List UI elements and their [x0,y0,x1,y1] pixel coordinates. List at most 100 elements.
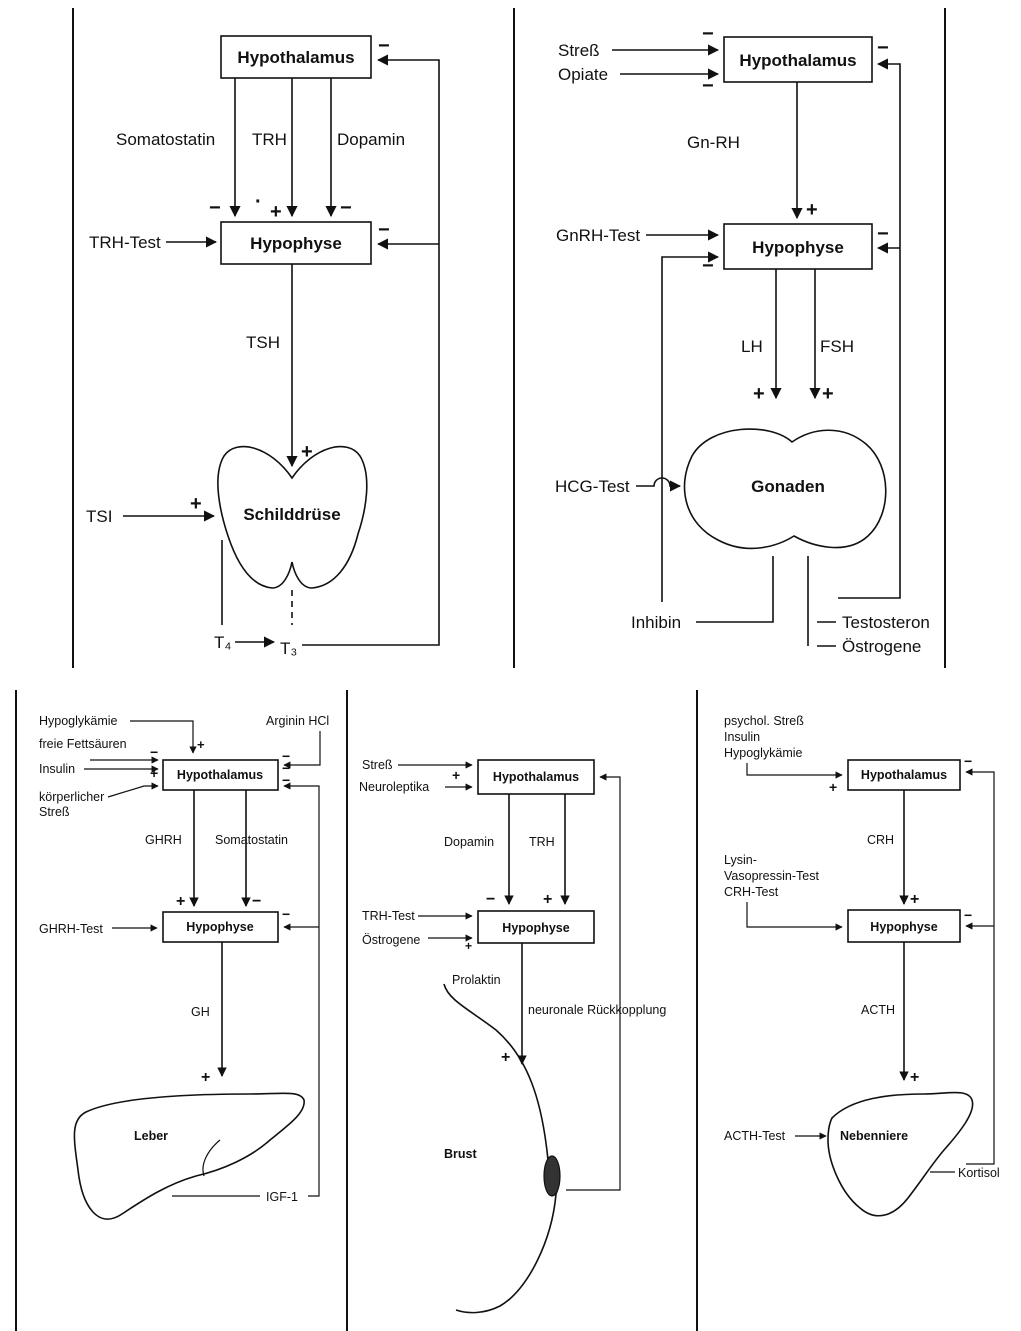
hypothalamus-box [723,36,873,83]
plus-sign: + [197,737,205,752]
plus-sign: + [176,893,185,910]
minus-sign: − [378,219,390,241]
stress-label: Streß [558,41,600,60]
minus-sign: − [702,23,714,45]
hypothalamus-box [162,759,279,791]
minus-sign: − [209,197,221,219]
panel-cortisol-axis: Hypothalamus Hypophyse psychol. Streß In… [724,714,1000,1217]
oestrogene-label: Östrogene [362,933,420,947]
plus-sign: + [270,201,282,223]
hypothalamus-label: Hypothalamus [177,768,263,782]
hypophyse-label: Hypophyse [870,920,937,934]
hypothalamus-box [220,35,372,79]
hypothalamus-label: Hypothalamus [493,770,579,784]
trh-test-label: TRH-Test [362,909,415,923]
arginin-label: Arginin HCl [266,714,329,728]
minus-sign: − [486,891,495,908]
opiate-label: Opiate [558,65,608,84]
minus-sign: − [340,197,352,219]
panel-gh-axis: Hypothalamus Hypophyse Hypoglykämie + Ar… [39,714,329,1220]
koerperlicher-label: körperlicher [39,790,104,804]
minus-sign: − [282,906,290,922]
kortisol-feedback [965,768,995,1165]
brust-label: Brust [444,1147,477,1161]
neuronal-feedback [566,773,621,1191]
insulin-label: Insulin [39,762,75,776]
tsi-label: TSI [86,507,112,526]
insulin-label: Insulin [724,730,760,744]
minus-sign: − [877,223,889,245]
rueckkopplung-label: neuronale Rückkopplung [528,1003,666,1017]
panel-prolactin-axis: Hypothalamus Hypophyse Streß Neuroleptik… [359,758,666,1314]
hypophyse-box [162,911,279,943]
hcg-test-arrow [636,477,682,492]
hypothalamus-box [847,759,961,791]
t3-label: T₃ [280,639,297,658]
lysin-label: Lysin- [724,853,757,867]
plus-sign: + [501,1049,510,1066]
nebenniere-label: Nebenniere [840,1129,908,1143]
hcg-test-label: HCG-Test [555,477,630,496]
plus-sign: + [465,939,472,953]
plus-sign: + [806,199,818,221]
gnrh-label: Gn-RH [687,133,740,152]
fsh-label: FSH [820,337,854,356]
hypothalamus-label: Hypothalamus [739,51,856,70]
leber-organ [73,1092,305,1220]
hypothalamus-label: Hypothalamus [237,48,354,67]
ghrh-label: GHRH [145,833,182,847]
hypoglykaemie-arrow [130,720,197,754]
hypoglykaemie-label: Hypoglykämie [39,714,118,728]
hypothalamus-box [477,759,595,795]
minus-sign: − [150,744,158,760]
minus-sign: − [964,753,972,769]
hypophyse-label: Hypophyse [752,238,844,257]
panel-dividers [15,8,946,1331]
plus-sign: + [201,1069,210,1086]
stress-label: Streß [362,758,393,772]
vasopressin-label: Vasopressin-Test [724,869,819,883]
plus-sign: + [829,779,837,795]
igf-label: IGF-1 [266,1190,298,1204]
minus-sign: − [702,255,714,277]
panel-thyroid-axis: Hypothalamus Hypophyse Somatostatin TRH … [86,35,440,658]
minus-sign: − [252,893,261,910]
nebenniere-organ [827,1091,974,1217]
stress-arrow [746,763,843,779]
gonaden-organ [683,428,887,550]
hypophyse-label: Hypophyse [186,920,253,934]
hypophyse-box [847,909,961,943]
plus-sign: + [910,891,919,908]
hypothalamus-label: Hypothalamus [861,768,947,782]
stress-label: Streß [39,805,70,819]
arginin-arrow [283,731,321,769]
hypophyse-box [723,223,873,270]
igf-feedback [283,782,320,1197]
psychol-label: psychol. Streß [724,714,804,728]
hypophyse-box [220,221,372,265]
nipple [543,1155,561,1197]
minus-sign: − [964,907,972,923]
hypophyse-label: Hypophyse [502,921,569,935]
trh-label: TRH [529,835,555,849]
leber-lobe-line [202,1139,221,1177]
gnrh-test-label: GnRH-Test [556,226,640,245]
inhibin-feedback [661,251,720,602]
plus-sign: + [822,383,834,405]
minus-sign: − [378,35,390,57]
plus-sign: + [753,383,765,405]
gh-label: GH [191,1005,210,1019]
dopamin-label: Dopamin [337,130,405,149]
ghrh-test-label: GHRH-Test [39,922,103,936]
minus-sign: − [282,748,290,764]
inhibin-label: Inhibin [631,613,681,632]
plus-sign: + [543,891,552,908]
somatostatin-label: Somatostatin [116,130,215,149]
plus-sign: + [910,1069,919,1086]
somatostatin-label: Somatostatin [215,833,288,847]
feedback-loop [302,54,440,646]
plus-sign: + [301,441,313,463]
tsh-label: TSH [246,333,280,352]
